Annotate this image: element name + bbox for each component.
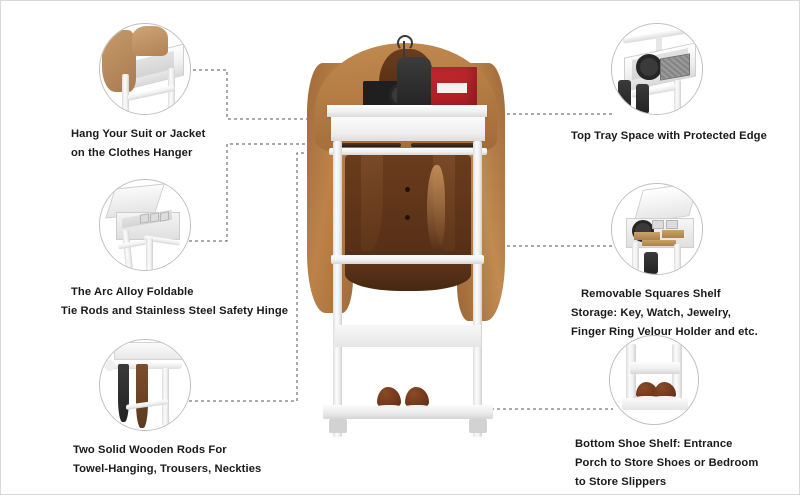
bubble-shoe-right bbox=[654, 382, 676, 400]
bubble-black-tie bbox=[118, 364, 129, 422]
caption-line: Porch to Store Shoes or Bedroom bbox=[575, 457, 759, 469]
callout-top-tray[interactable]: Top Tray Space with Protected Edge bbox=[567, 23, 799, 146]
caption-line: Two Solid Wooden Rods For bbox=[73, 444, 227, 456]
caption-squares-shelf: Removable Squares Shelf Storage: Key, Wa… bbox=[567, 285, 799, 342]
jacket-highlight bbox=[427, 165, 445, 251]
squares-shelf-detail-photo bbox=[611, 183, 703, 275]
bubble-jacket-shoulder-2 bbox=[132, 26, 168, 56]
caption-top-tray: Top Tray Space with Protected Edge bbox=[567, 127, 799, 146]
caption-line: Storage: Key, Watch, Jewelry, bbox=[571, 307, 731, 319]
bubble-hanger-stem bbox=[656, 36, 662, 52]
bubble-rods-post bbox=[162, 368, 169, 426]
wooden-rod-upper bbox=[335, 143, 401, 147]
bubble-coiled-belt bbox=[636, 54, 662, 80]
callout-clothes-hanger[interactable]: Hang Your Suit or Jacket on the Clothes … bbox=[63, 23, 273, 163]
dark-garment bbox=[397, 57, 431, 109]
bubble-shelf-post bbox=[632, 242, 639, 274]
back-panel bbox=[335, 325, 481, 347]
tray-detail-photo bbox=[611, 23, 703, 115]
bubble-divider-2 bbox=[150, 212, 159, 223]
shoe-sole-right bbox=[405, 405, 429, 410]
caption-foldable-hinge: The Arc Alloy Foldable Tie Rods and Stai… bbox=[55, 283, 295, 321]
jacket-hem bbox=[345, 263, 471, 291]
red-box-label bbox=[437, 83, 467, 93]
caption-line: on the Clothes Hanger bbox=[71, 147, 193, 159]
caption-line: Bottom Shoe Shelf: Entrance bbox=[575, 438, 733, 450]
bubble-shoe-sole-left bbox=[636, 396, 658, 400]
bubble-shelf-post-2 bbox=[674, 244, 681, 274]
shoe-shelf-detail-photo bbox=[609, 335, 699, 425]
caption-line: to Store Slippers bbox=[575, 476, 667, 488]
callout-squares-shelf[interactable]: Removable Squares Shelf Storage: Key, Wa… bbox=[567, 183, 799, 342]
bubble-leg-b bbox=[146, 238, 153, 270]
top-tray bbox=[327, 105, 487, 117]
bubble-tray-leg bbox=[674, 80, 681, 114]
bubble-brown-tie bbox=[136, 364, 148, 428]
foot-right bbox=[469, 419, 487, 433]
hanger-hook-curve bbox=[397, 35, 413, 51]
rod-support-rail bbox=[329, 148, 487, 155]
hanger-hook bbox=[403, 41, 405, 67]
bubble-shelf-above bbox=[114, 342, 190, 360]
bubble-shoe-post-left bbox=[626, 344, 636, 406]
caption-clothes-hanger: Hang Your Suit or Jacket on the Clothes … bbox=[63, 125, 273, 163]
caption-line: Finger Ring Velour Holder and etc. bbox=[571, 326, 758, 338]
frame-post-right bbox=[473, 141, 482, 437]
hinge-detail-photo bbox=[99, 179, 191, 271]
bubble-divider-3 bbox=[160, 211, 169, 222]
callout-wooden-rods[interactable]: Two Solid Wooden Rods For Towel-Hanging,… bbox=[59, 339, 289, 479]
bubble-square-cell-1 bbox=[652, 220, 664, 229]
rods-detail-photo bbox=[99, 339, 191, 431]
bubble-shoe-shelf-board bbox=[622, 398, 688, 410]
bubble-ring-row bbox=[642, 240, 676, 246]
jacket-button-upper bbox=[405, 187, 410, 192]
callout-foldable-hinge[interactable]: The Arc Alloy Foldable Tie Rods and Stai… bbox=[55, 179, 295, 321]
callout-shoe-shelf[interactable]: Bottom Shoe Shelf: Entrance Porch to Sto… bbox=[567, 335, 799, 492]
bubble-jacket-shoulder bbox=[102, 30, 136, 92]
shoe-sole-left bbox=[377, 405, 401, 410]
caption-wooden-rods: Two Solid Wooden Rods For Towel-Hanging,… bbox=[59, 441, 289, 479]
caption-line: Towel-Hanging, Trousers, Neckties bbox=[73, 463, 262, 475]
bubble-shoe-backrail bbox=[630, 362, 680, 374]
hanger-detail-photo bbox=[99, 23, 191, 115]
caption-line: The Arc Alloy Foldable bbox=[71, 286, 194, 298]
dress-shoe-left bbox=[377, 387, 401, 409]
bubble-divider-1 bbox=[140, 213, 149, 224]
bubble-rod-cap bbox=[104, 360, 115, 371]
bubble-shoe-sole-right bbox=[654, 396, 676, 400]
caption-line: Tie Rods and Stainless Steel Safety Hing… bbox=[61, 305, 289, 317]
bubble-watch-row-2 bbox=[662, 230, 684, 238]
caption-line: Removable Squares Shelf bbox=[581, 288, 721, 300]
frame-rail-mid bbox=[331, 255, 484, 264]
dress-shoe-right bbox=[405, 387, 429, 409]
bubble-dark-item-2 bbox=[636, 84, 649, 114]
bubble-frame-post bbox=[122, 74, 129, 114]
tray-front-panel bbox=[331, 117, 485, 141]
bubble-square-cell-2 bbox=[666, 220, 678, 229]
jacket-lapel-left bbox=[361, 155, 383, 251]
bubble-shoe-post-right bbox=[672, 344, 682, 406]
caption-line: Hang Your Suit or Jacket bbox=[71, 128, 206, 140]
frame-post-left bbox=[333, 141, 342, 437]
hero-product-image bbox=[301, 19, 511, 439]
bubble-shoe-left bbox=[636, 382, 658, 400]
jacket-button-lower bbox=[405, 215, 410, 220]
bubble-watch-row-1 bbox=[634, 232, 660, 240]
wooden-rod-lower bbox=[411, 143, 477, 147]
bottom-shoe-shelf bbox=[323, 405, 493, 419]
bubble-shelf-dark-item bbox=[644, 252, 658, 274]
foot-left bbox=[329, 419, 347, 433]
caption-shoe-shelf: Bottom Shoe Shelf: Entrance Porch to Sto… bbox=[567, 435, 799, 492]
caption-line: Top Tray Space with Protected Edge bbox=[571, 130, 767, 142]
bubble-dark-item-1 bbox=[618, 80, 631, 110]
